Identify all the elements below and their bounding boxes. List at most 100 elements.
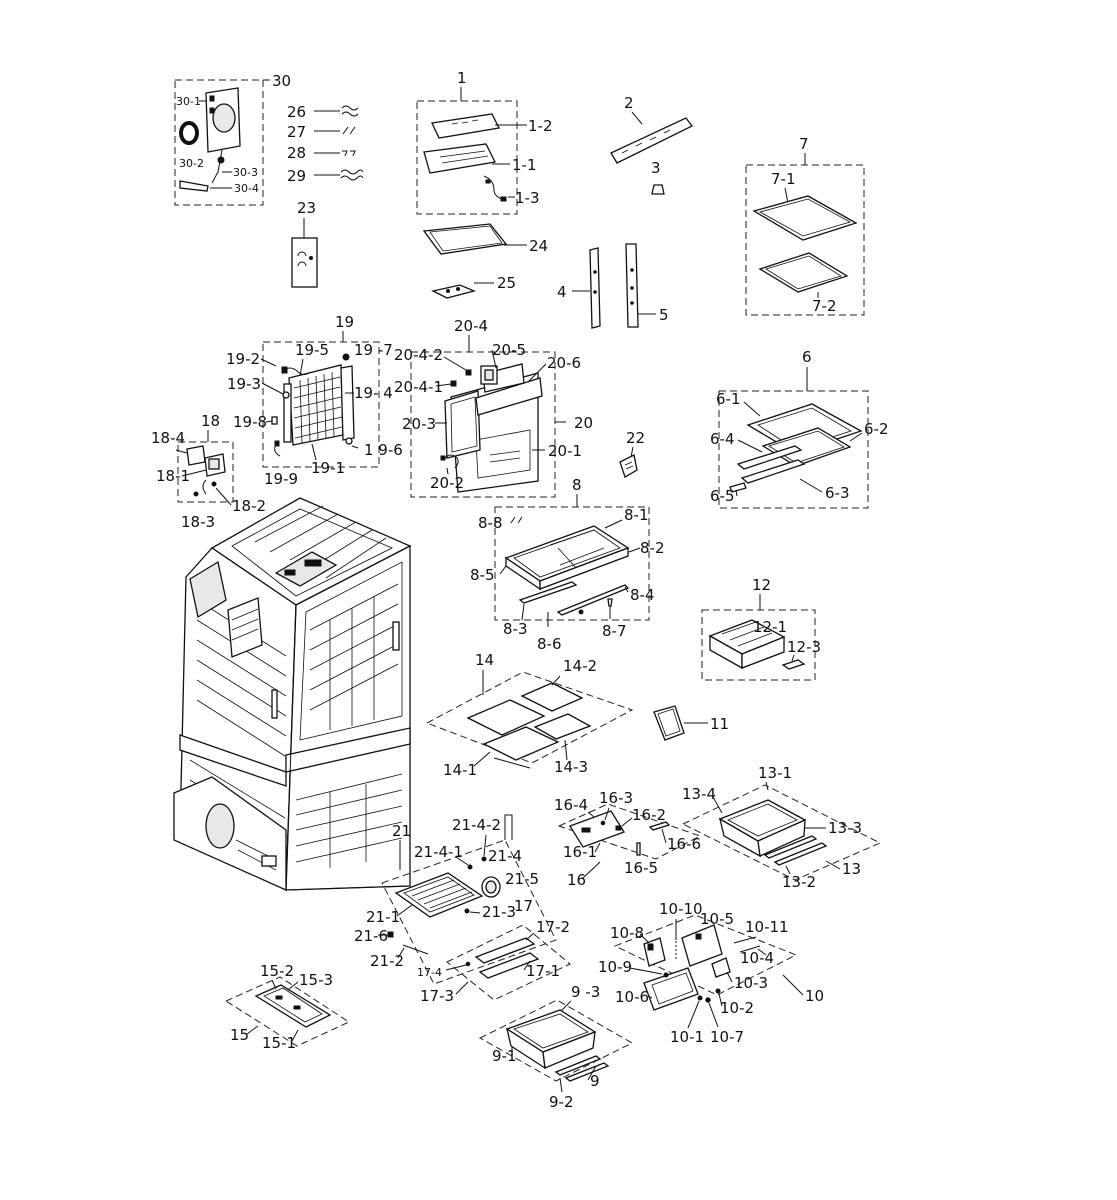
label-20-2: 20-2 — [430, 474, 464, 492]
label-21-4-1: 21-4-1 — [414, 843, 463, 861]
part-14-2-cover — [466, 699, 546, 736]
label-12-1: 12-1 — [753, 618, 787, 636]
part-7-1-shelf — [752, 195, 858, 241]
label-20: 20 — [574, 414, 593, 432]
part-26-clips — [341, 105, 359, 117]
group-20: 20-4 20-4-2 20-5 20-6 20-4-1 20-3 20 20-… — [394, 317, 593, 498]
label-21-1: 21-1 — [366, 908, 400, 926]
part-20-4-1-bracket — [450, 380, 457, 387]
group-9-box — [478, 999, 634, 1082]
label-21-4: 21-4 — [488, 847, 522, 865]
label-19-2: 19-2 — [226, 350, 260, 368]
label-19-8: 19-8 — [233, 413, 267, 431]
label-18: 18 — [201, 412, 220, 430]
label-21-3: 21-3 — [482, 903, 516, 921]
label-21-6: 21-6 — [354, 927, 388, 945]
label-8-7: 8-7 — [602, 622, 627, 640]
label-20-5: 20-5 — [492, 341, 526, 359]
label-7-1: 7-1 — [771, 170, 796, 188]
label-8-1: 8-1 — [624, 506, 649, 524]
part-1-1-panel — [423, 143, 496, 174]
label-17-1: 17-1 — [526, 962, 560, 980]
label-6-5: 6-5 — [710, 487, 735, 505]
group-20-box — [410, 351, 556, 498]
label-14-3: 14-3 — [554, 758, 588, 776]
label-3: 25 — [497, 274, 516, 292]
cabinet-compressor — [205, 803, 235, 849]
group-21: 21 21-4-2 21-4-1 21-4 21-5 21-1 21-3 21-… — [354, 814, 557, 985]
label-6-3: 6-3 — [825, 484, 850, 502]
group-13-box — [681, 784, 882, 881]
part-30-1-opening — [212, 103, 236, 133]
label-18-2: 18-2 — [232, 497, 266, 515]
label-19-1: 19-1 — [311, 459, 345, 477]
parts-24-25: 2 3 — [610, 94, 693, 195]
label-30-3: 30-3 — [233, 166, 258, 179]
label-9-2: 9-2 — [549, 1093, 574, 1111]
label-6-4: 6-4 — [710, 430, 735, 448]
label-9: 9 — [590, 1072, 600, 1090]
group-12: 12 12-1 12-3 — [701, 576, 821, 681]
label-16-2: 16-2 — [632, 806, 666, 824]
group-16-box — [557, 803, 702, 860]
part-19-8-fuse — [271, 416, 278, 425]
label-20-4-1: 20-4-1 — [394, 378, 443, 396]
part-28-screws — [342, 150, 356, 157]
group-18: 18 18-4 18-1 18-2 18-3 — [151, 412, 266, 531]
label-12-3: 12-3 — [787, 638, 821, 656]
part-16-2-clip — [615, 825, 622, 831]
label-17-3: 17-3 — [420, 987, 454, 1005]
part-10-9-screw — [663, 972, 669, 978]
label-20-4-2: 20-4-2 — [394, 346, 443, 364]
part-10-2-screw — [715, 988, 721, 994]
label-30-1: 30-1 — [176, 95, 201, 108]
part-1-2-cover — [431, 113, 500, 139]
label-7: 7 — [799, 135, 809, 153]
label-13-2: 13-2 — [782, 873, 816, 891]
group-10: 10-10 10-8 10-5 10-11 10-4 10-9 10-3 10-… — [598, 900, 824, 1046]
part-23-plate — [291, 237, 318, 288]
label-8-5: 8-5 — [470, 566, 495, 584]
label-13-4: 13-4 — [682, 785, 716, 803]
label-18-1: 18-1 — [156, 467, 190, 485]
label-18-3: 18-3 — [181, 513, 215, 531]
part-20-4-2-motor — [465, 369, 472, 376]
part-24-trim — [610, 117, 693, 164]
part-8-7-pin — [607, 598, 613, 607]
part-10-11-spring — [733, 936, 757, 944]
label-10-10: 10-10 — [659, 900, 703, 918]
label-8-8: 8-8 — [478, 514, 503, 532]
part-21-1-tray — [394, 872, 484, 918]
group-19-box — [262, 341, 380, 468]
part-17-4-screw — [465, 961, 471, 967]
label-16-6: 16-6 — [667, 835, 701, 853]
part-16-5-pin — [636, 842, 641, 856]
label-1-3: 1-3 — [515, 189, 540, 207]
part-20-5-plate — [482, 363, 525, 393]
label-8-3: 8-3 — [503, 620, 528, 638]
parts-2-3: 24 25 — [422, 223, 548, 299]
group-9: 9 -3 9-1 9 9-2 — [478, 983, 634, 1111]
small-parts-26-29: 26 27 28 29 23 — [287, 103, 364, 288]
part-13-2-rail — [763, 835, 818, 859]
label-13: 13 — [842, 860, 861, 878]
part-29-clips — [340, 169, 364, 181]
label-19-7: 19 -7 — [354, 341, 393, 359]
label-16-1: 16-1 — [563, 843, 597, 861]
label-9-3: 9 -3 — [571, 983, 600, 1001]
label-30-2: 30-2 — [179, 157, 204, 170]
part-20-2-wire — [444, 454, 459, 469]
part-16-1-panel — [569, 810, 625, 848]
group-7-box — [745, 164, 865, 316]
label-9-1: 9-1 — [492, 1047, 517, 1065]
label-19-4: 19- 4 — [354, 384, 393, 402]
part-10-4-rod — [739, 945, 761, 953]
label-20-4: 20-4 — [454, 317, 488, 335]
part-11-cover — [653, 705, 685, 741]
group-14: 14 14-2 14-1 14-3 — [425, 651, 634, 779]
part-22-bracket — [619, 454, 638, 478]
group-7: 7 7-1 7-2 — [745, 135, 865, 316]
label-10-11: 10-11 — [745, 918, 789, 936]
group-30: 30 30-1 30-2 30-3 30-4 — [174, 72, 291, 206]
